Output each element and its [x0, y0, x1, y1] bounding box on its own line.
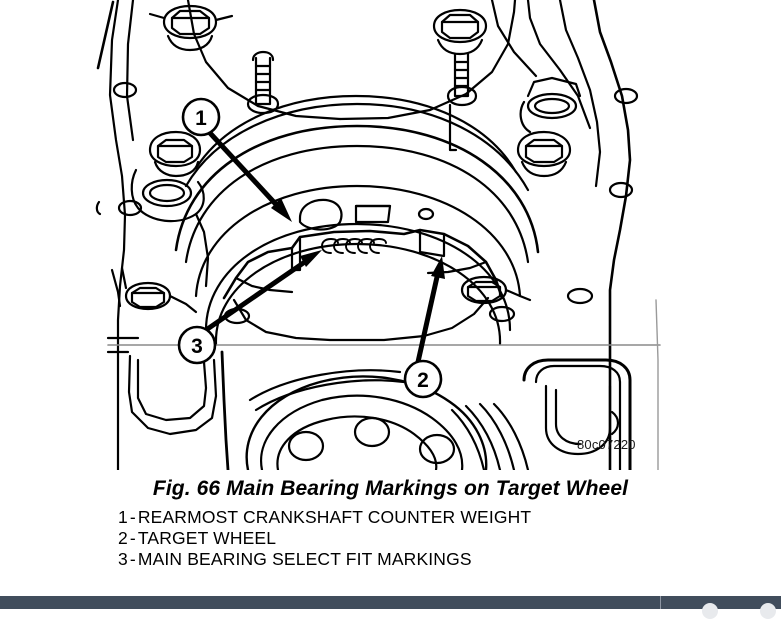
engine-line-drawing: 1 3 2: [95, 0, 661, 470]
legend-item-2-separator: -: [129, 528, 136, 548]
callout-2-number: 2: [417, 369, 429, 392]
callout-3-arrowhead: [300, 250, 322, 267]
figure-caption: Fig. 66 Main Bearing Markings on Target …: [152, 477, 629, 500]
bottom-bar-divider: [660, 596, 661, 609]
callout-marker-3: 3: [177, 325, 217, 365]
bottom-bar-button-right-icon[interactable]: [760, 603, 776, 619]
callout-3-circle: [177, 325, 217, 365]
legend-item-3-number: 3: [118, 549, 128, 569]
legend-item-2: 2-TARGET WHEEL: [118, 528, 718, 549]
figure-illustration: 1 3 2: [95, 0, 661, 470]
bottom-bar-button-left-icon[interactable]: [702, 603, 718, 619]
callout-3-number: 3: [191, 335, 203, 358]
callout-1-arrowhead: [271, 198, 292, 222]
bottom-app-bar: [0, 596, 781, 619]
callout-markers: 1 3 2: [177, 97, 443, 399]
callout-3-leader: [204, 254, 314, 333]
callout-leaders: [204, 131, 445, 363]
legend-item-1: 1-REARMOST CRANKSHAFT COUNTER WEIGHT: [118, 507, 718, 528]
callout-marker-1: 1: [181, 97, 221, 137]
legend-item-1-separator: -: [129, 507, 136, 527]
callout-1-circle: [181, 97, 221, 137]
figure-legend: 1-REARMOST CRANKSHAFT COUNTER WEIGHT 2-T…: [118, 507, 718, 570]
callout-1-leader: [208, 131, 285, 214]
legend-item-2-label: TARGET WHEEL: [137, 528, 277, 548]
callout-marker-2: 2: [403, 359, 443, 399]
drawing-id-label: 80c07220: [577, 437, 636, 452]
legend-item-3-separator: -: [129, 549, 136, 569]
engine-block-outline: [95, 0, 661, 470]
legend-item-2-number: 2: [118, 528, 128, 548]
callout-1-number: 1: [195, 107, 207, 130]
legend-item-1-label: REARMOST CRANKSHAFT COUNTER WEIGHT: [137, 507, 532, 527]
select-fit-marking-glyphs: [321, 238, 387, 254]
legend-item-3: 3-MAIN BEARING SELECT FIT MARKINGS: [118, 549, 718, 570]
callout-2-arrowhead: [431, 256, 445, 279]
callout-2-leader: [415, 267, 442, 363]
legend-item-3-label: MAIN BEARING SELECT FIT MARKINGS: [137, 549, 472, 569]
callout-2-circle: [403, 359, 443, 399]
legend-item-1-number: 1: [118, 507, 128, 527]
